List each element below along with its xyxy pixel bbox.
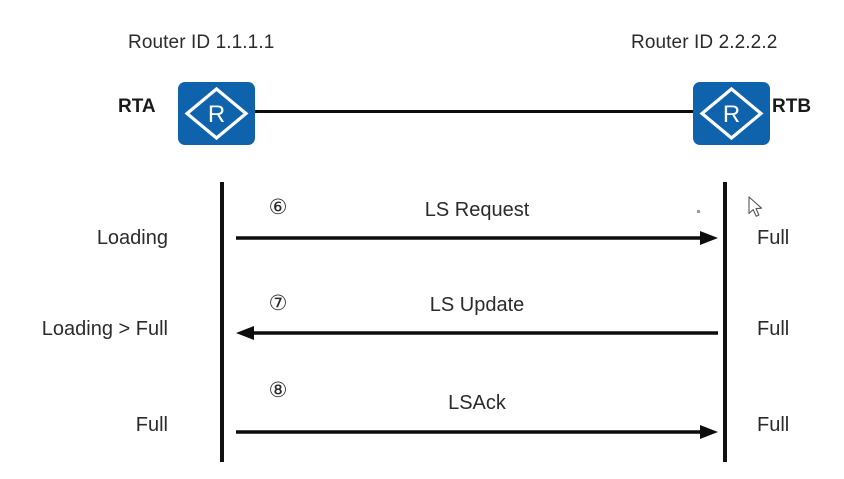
message-arrow-3 bbox=[236, 424, 718, 440]
router-id-label-right: Router ID 2.2.2.2 bbox=[631, 32, 778, 53]
message-label-2: LS Update bbox=[429, 294, 525, 316]
router-link-line bbox=[255, 110, 693, 113]
router-name-rtb: RTB bbox=[772, 96, 812, 117]
lifeline-rtb bbox=[723, 182, 727, 462]
lifeline-rta bbox=[220, 182, 224, 462]
router-icon-left: R bbox=[178, 82, 255, 145]
state-left-2: Loading > Full bbox=[41, 318, 168, 340]
sequence-number-3: ⑧ bbox=[268, 379, 288, 402]
state-left-1: Loading bbox=[96, 227, 168, 249]
message-label-3: LSAck bbox=[448, 392, 506, 414]
message-label-1: LS Request bbox=[424, 199, 530, 221]
state-right-2: Full bbox=[757, 318, 790, 340]
state-right-1: Full bbox=[757, 227, 790, 249]
sequence-number-1: ⑥ bbox=[268, 196, 288, 219]
state-right-3: Full bbox=[757, 414, 790, 436]
message-arrow-1 bbox=[236, 230, 718, 246]
mouse-cursor-icon bbox=[748, 196, 766, 220]
state-left-3: Full bbox=[135, 414, 168, 436]
message-arrow-2 bbox=[236, 325, 718, 341]
sequence-number-2: ⑦ bbox=[268, 292, 288, 315]
router-id-label-left: Router ID 1.1.1.1 bbox=[128, 32, 275, 53]
router-icon-right: R bbox=[693, 82, 770, 145]
svg-text:R: R bbox=[208, 101, 225, 128]
artifact-speck bbox=[697, 210, 700, 213]
router-name-rta: RTA bbox=[118, 96, 156, 117]
svg-text:R: R bbox=[723, 101, 740, 128]
